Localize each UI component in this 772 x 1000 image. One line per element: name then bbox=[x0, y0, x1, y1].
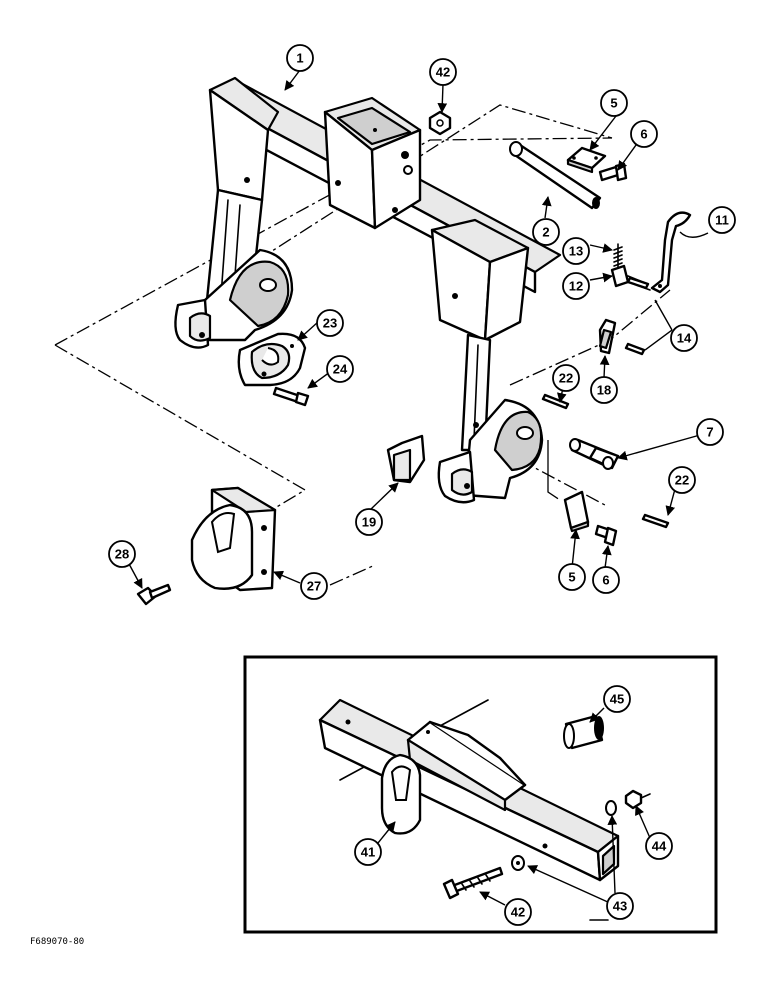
plate-5-upper bbox=[566, 146, 607, 174]
svg-text:27: 27 bbox=[307, 579, 321, 594]
svg-text:6: 6 bbox=[640, 127, 647, 142]
callout-45: 45 bbox=[603, 685, 631, 713]
svg-text:2: 2 bbox=[542, 225, 549, 240]
svg-text:43: 43 bbox=[613, 899, 627, 914]
svg-text:5: 5 bbox=[610, 96, 617, 111]
callout-6-upper: 6 bbox=[630, 120, 658, 148]
plate-5-lower bbox=[563, 490, 590, 533]
callout-11: 11 bbox=[708, 206, 736, 234]
svg-text:44: 44 bbox=[652, 839, 667, 854]
hitch-frame bbox=[174, 76, 562, 504]
bolt-6-upper bbox=[598, 162, 628, 182]
leader-lines bbox=[127, 69, 709, 589]
callout-14: 14 bbox=[670, 324, 698, 352]
pin-7 bbox=[569, 438, 620, 470]
svg-text:19: 19 bbox=[362, 515, 376, 530]
callout-6-lower: 6 bbox=[592, 566, 620, 594]
svg-text:5: 5 bbox=[568, 570, 575, 585]
svg-text:7: 7 bbox=[706, 425, 713, 440]
shim-19 bbox=[386, 434, 426, 484]
callout-42: 42 bbox=[504, 898, 532, 926]
callout-7: 7 bbox=[696, 418, 724, 446]
callout-28: 28 bbox=[108, 540, 136, 568]
svg-text:11: 11 bbox=[715, 213, 729, 228]
bolt-6-lower bbox=[594, 524, 618, 547]
svg-text:12: 12 bbox=[569, 279, 583, 294]
spring-13 bbox=[613, 243, 623, 271]
svg-text:18: 18 bbox=[597, 383, 611, 398]
callout-1: 1 bbox=[286, 44, 314, 72]
detail-inset: 45 44 43 41 42 bbox=[243, 655, 718, 934]
svg-text:45: 45 bbox=[610, 692, 624, 707]
svg-text:28: 28 bbox=[115, 547, 129, 562]
svg-text:24: 24 bbox=[333, 362, 348, 377]
svg-text:22: 22 bbox=[559, 371, 573, 386]
block-18 bbox=[598, 318, 617, 355]
callout-12: 12 bbox=[562, 272, 590, 300]
callout-5-upper: 5 bbox=[600, 89, 628, 117]
callout-19: 19 bbox=[355, 508, 383, 536]
callout-44: 44 bbox=[645, 832, 673, 860]
callout-41: 41 bbox=[354, 838, 382, 866]
pins-14 bbox=[624, 276, 650, 356]
bolt-28 bbox=[136, 583, 172, 606]
callout-29: 42 bbox=[429, 58, 457, 86]
callout-13: 13 bbox=[562, 237, 590, 265]
svg-text:42: 42 bbox=[436, 65, 450, 80]
callout-24: 24 bbox=[326, 355, 354, 383]
bolt-24 bbox=[272, 386, 310, 407]
svg-text:42: 42 bbox=[511, 905, 525, 920]
callout-2: 2 bbox=[532, 218, 560, 246]
svg-text:13: 13 bbox=[569, 244, 583, 259]
figure-reference: F689070-80 bbox=[30, 937, 84, 947]
svg-text:22: 22 bbox=[675, 473, 689, 488]
callout-label: 1 bbox=[296, 51, 303, 66]
svg-text:23: 23 bbox=[323, 316, 337, 331]
callout-27: 27 bbox=[300, 572, 328, 600]
hook-clamp-23 bbox=[237, 332, 307, 387]
callout-18: 18 bbox=[590, 376, 618, 404]
callout-23: 23 bbox=[316, 309, 344, 337]
callout-43: 43 bbox=[606, 892, 634, 920]
pin-2 bbox=[509, 141, 602, 210]
callout-22-upper: 22 bbox=[552, 364, 580, 392]
callout-5-lower: 5 bbox=[558, 563, 586, 591]
hook-plate-27 bbox=[190, 486, 277, 592]
svg-text:41: 41 bbox=[361, 845, 375, 860]
inset-frame bbox=[243, 655, 718, 934]
nut-29 bbox=[428, 110, 452, 136]
callout-22-lower: 22 bbox=[668, 466, 696, 494]
latch-11 bbox=[650, 211, 692, 294]
svg-text:6: 6 bbox=[602, 573, 609, 588]
svg-text:14: 14 bbox=[677, 331, 692, 346]
